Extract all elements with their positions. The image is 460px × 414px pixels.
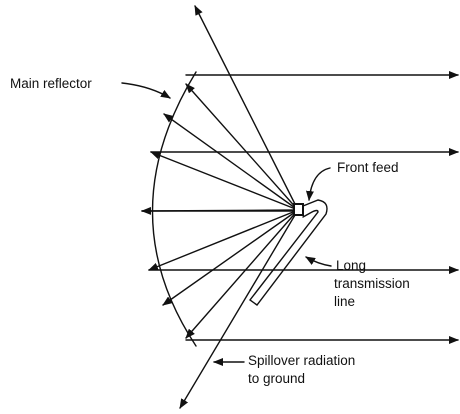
transmission-line <box>249 199 328 306</box>
incident-ray-2 <box>163 113 299 211</box>
incident-ray-3 <box>150 151 299 211</box>
spillover-label-1: Spillover radiation <box>248 353 355 368</box>
long-line-leader <box>305 256 332 267</box>
long-line-label-3: line <box>334 294 355 309</box>
front-feed-label: Front feed <box>337 160 399 175</box>
main-reflector-curve <box>151 71 197 347</box>
spillover-ray-lower <box>179 209 299 409</box>
incident-ray-5 <box>148 209 299 271</box>
incident-ray-1 <box>185 83 299 211</box>
incident-ray-7 <box>185 209 299 339</box>
main-reflector-label: Main reflector <box>10 76 92 91</box>
front-feed-leader <box>305 167 331 201</box>
feed-to-reflector-rays <box>141 83 299 339</box>
spillover-label-2: to ground <box>248 371 305 386</box>
main-reflector-leader <box>121 82 171 99</box>
spillover-ray-upper <box>194 5 299 211</box>
reflected-parallel-rays <box>141 71 459 344</box>
long-line-label-2: transmission <box>334 276 410 291</box>
incident-ray-6 <box>162 209 299 306</box>
front-feed-horn <box>293 203 304 216</box>
long-line-label-1: Long <box>336 258 366 273</box>
